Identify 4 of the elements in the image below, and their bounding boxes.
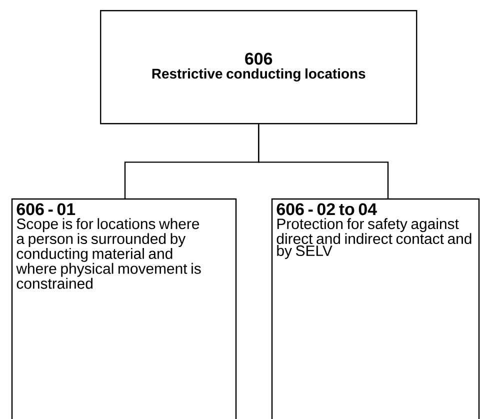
process-box: 606 - 02 to 04 Protection for safety against direct and indirect contact and by SELV xyxy=(271,198,480,419)
process-box: 606 - 01 Scope is for locations where a person is surrounded by conducting material and where physical movement is constrained xyxy=(11,198,237,419)
connector-line xyxy=(258,124,389,199)
process-box: 606 Restrictive conducting locations xyxy=(100,10,418,124)
